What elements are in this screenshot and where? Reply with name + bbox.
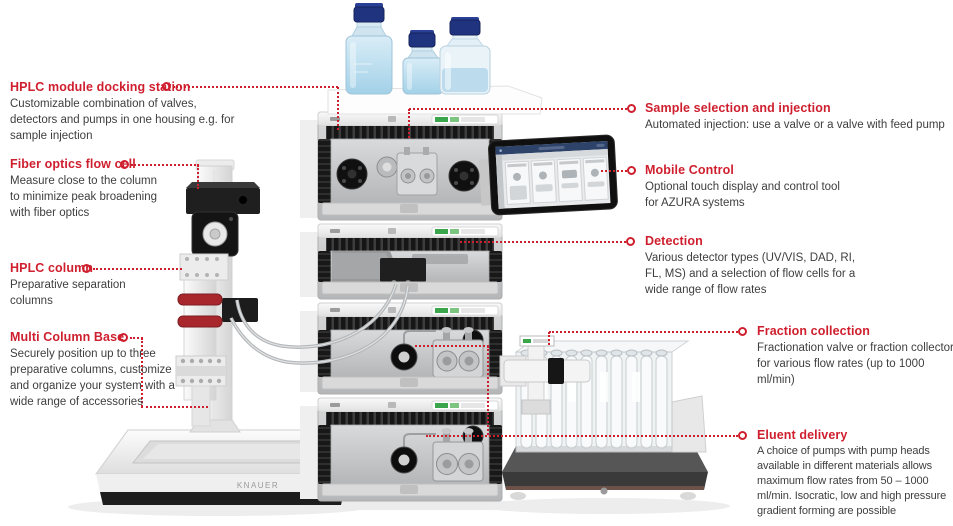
bottle-cap [353,6,385,23]
callout-marker-docking [162,82,171,91]
callout-body-fraction: Fractionation valve or fraction collecto… [757,342,953,386]
callout-title-docking: HPLC module docking station [10,80,191,94]
callout-marker-eluent [738,431,747,440]
dispenser-head [548,358,564,384]
docking-station-module [300,111,503,221]
bottle-cap [408,32,436,48]
column-clamp-ring [177,315,223,328]
callout-marker-sample [627,104,636,113]
solvent-bottles [345,3,491,95]
pump-module-upper [300,302,503,395]
fiber-optics-flow-cell [191,211,239,257]
callout-title-fiber: Fiber optics flow cell [10,157,136,171]
callout-body-base: Securely position up to three preparativ… [10,348,175,408]
callout-body-fiber: Measure close to the column to minimize … [10,175,158,219]
connector-fraction [548,332,550,345]
knauer-logo-text: KNAUER [237,481,279,490]
valve-knob-right [448,160,480,192]
callout-title-column: HPLC column [10,261,94,275]
pump-module-bottom [300,397,503,502]
collector-foot [510,492,526,500]
capillary-tubing [229,283,410,365]
connector-eluent [415,345,489,347]
callout-body-eluent: A choice of pumps with pump heads availa… [757,445,947,517]
detector-flow-cell-housing [380,258,426,282]
solvent-bottle [345,3,393,95]
connector-docking [337,87,339,130]
connector-column [93,268,182,270]
multi-column-base-plate: KNAUER [95,429,349,505]
callout-title-mobile: Mobile Control [645,163,734,177]
callout-body-mobile: Optional touch display and control tool … [645,181,840,209]
connector-base [141,406,208,408]
fraction-collector [499,335,708,500]
callout-marker-detection [626,237,635,246]
callout-body-docking: Customizable combination of valves, dete… [10,98,235,142]
connector-eluent [426,435,738,437]
callout-marker-base [119,333,128,342]
pump-head [432,327,484,378]
connector-fiber [131,164,199,166]
callout-body-column: Preparative separation columns [10,279,126,307]
connector-docking [173,86,338,88]
callout-title-eluent: Eluent delivery [757,428,848,442]
connector-sample [409,108,627,110]
connector-base [141,338,143,407]
center-pump-head [396,147,438,196]
connector-sample [408,109,410,138]
callout-body-sample: Automated injection: use a valve or a va… [645,119,945,131]
bottle-cap [449,19,481,36]
tablet-screen [495,141,611,209]
solvent-bottle [402,30,444,95]
connector-eluent [487,346,489,435]
callout-marker-fiber [120,160,129,169]
callout-title-base: Multi Column Base [10,330,125,344]
detector-module [300,223,503,300]
pump-head [432,428,484,482]
mobile-control-tablet [479,134,618,216]
valve-knob-left [336,158,368,190]
collector-arm [499,335,591,415]
connector-detection [460,241,626,243]
connector-fiber [197,165,199,189]
callout-marker-column [82,264,91,273]
solvent-bottle [439,17,491,95]
callout-title-sample: Sample selection and injection [645,101,831,115]
hplc-column [175,253,229,427]
callout-title-detection: Detection [645,234,703,248]
callout-body-detection: Various detector types (UV/VIS, DAD, RI,… [645,252,856,296]
callout-marker-mobile [627,166,636,175]
tower-top-bracket [186,188,260,214]
connector-fraction [549,331,738,333]
connector-base [130,337,143,339]
collector-foot [680,492,696,500]
column-tower-stand [175,159,260,433]
column-clamp-ring [177,293,223,306]
callout-marker-fraction [738,327,747,336]
callout-title-fraction: Fraction collection [757,324,871,338]
connector-mobile [601,170,627,172]
